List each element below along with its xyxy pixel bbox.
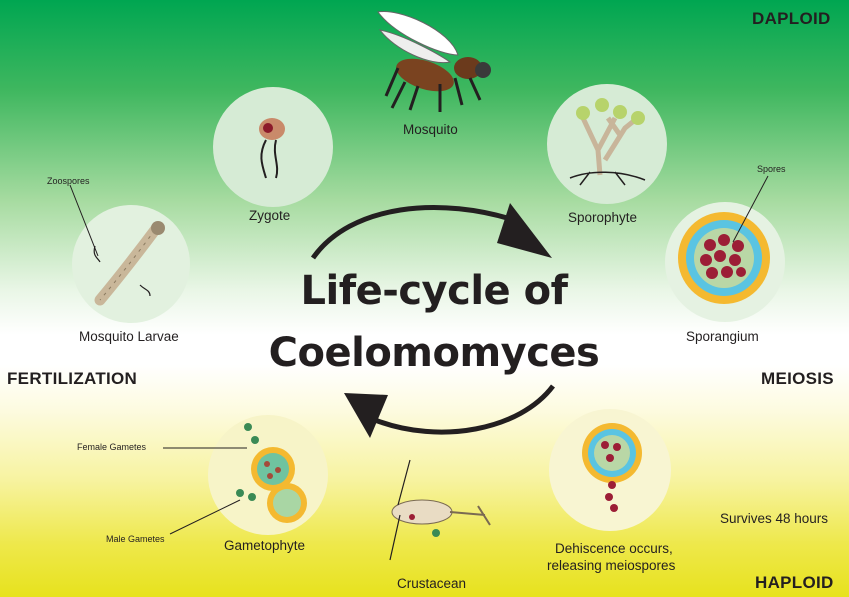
upper-cycle-arrow	[310, 205, 521, 260]
fertilization-label: FERTILIZATION	[7, 369, 138, 388]
mosquito-label: Mosquito	[403, 122, 458, 137]
gametophyte-icon	[163, 423, 307, 535]
meiosis-label: MEIOSIS	[761, 369, 834, 388]
title-line-2: Coelomomyces	[268, 330, 600, 376]
dehiscence-label-line-2: releasing meiospores	[547, 558, 676, 573]
mosquito-larvae-label: Mosquito Larvae	[79, 329, 179, 344]
daploid-label: DAPLOID	[752, 9, 831, 28]
zygote-icon	[259, 118, 285, 179]
lower-arrowhead	[344, 393, 388, 438]
lower-cycle-arrow	[374, 384, 555, 435]
sporophyte-icon	[569, 98, 646, 186]
gametophyte-label: Gametophyte	[224, 538, 306, 553]
survives-annotation: Survives 48 hours	[720, 511, 829, 526]
sporangium-icon	[678, 175, 770, 304]
female-gametes-annotation: Female Gametes	[77, 442, 147, 452]
zygote-label: Zygote	[249, 208, 291, 223]
dehiscence-icon	[582, 423, 642, 512]
zoospores-annotation: Zoospores	[47, 176, 90, 186]
zygote-circle	[213, 87, 333, 207]
mosquito-icon	[377, 11, 491, 112]
title-line-1: Life-cycle of	[300, 268, 568, 314]
crustacean-label: Crustacean	[397, 576, 467, 591]
male-gametes-annotation: Male Gametes	[106, 534, 165, 544]
upper-arrowhead	[497, 203, 552, 258]
crustacean-icon	[389, 459, 491, 561]
sporophyte-label: Sporophyte	[568, 210, 638, 225]
dehiscence-label-line-1: Dehiscence occurs,	[555, 541, 673, 556]
spores-annotation: Spores	[757, 164, 786, 174]
sporangium-label: Sporangium	[686, 329, 759, 344]
mosquito-larvae-icon	[69, 184, 165, 306]
haploid-label: HAPLOID	[755, 573, 834, 592]
